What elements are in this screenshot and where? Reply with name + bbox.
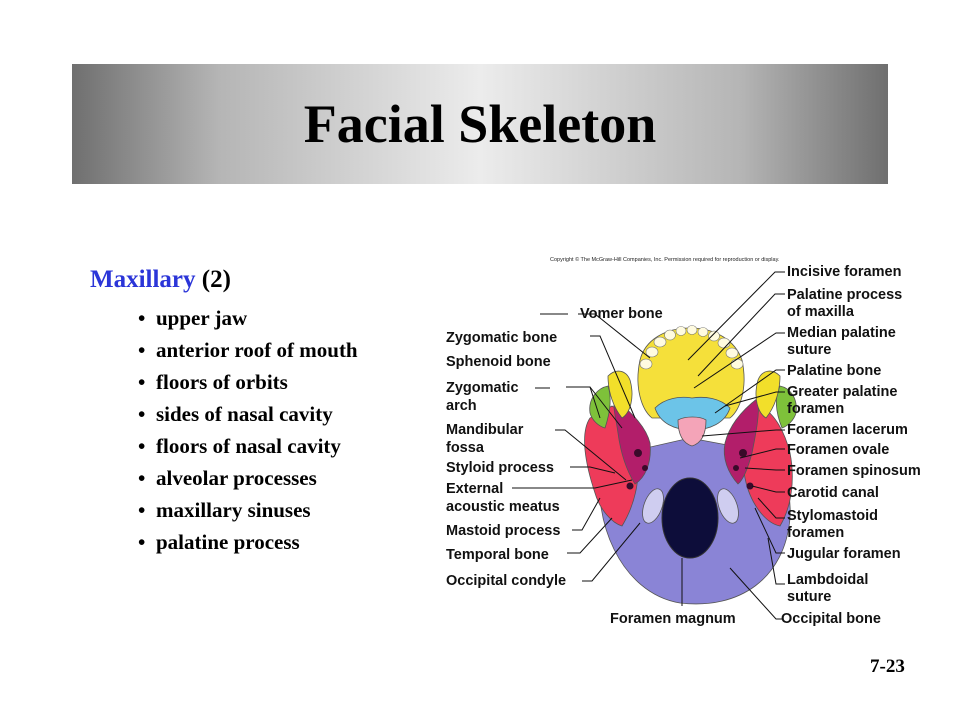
label-foramen-ovale: Foramen ovale (787, 442, 889, 458)
label-temporal-bone: Temporal bone (446, 547, 549, 563)
bullet-item: floors of nasal cavity (138, 430, 358, 462)
skull-illustration (584, 325, 797, 605)
label-median-palatine: Median palatine (787, 325, 896, 341)
label-mandibular-fossa: Mandibular (446, 422, 524, 438)
label-foramen-lacerum: Foramen lacerum (787, 422, 908, 438)
slide-number: 7-23 (870, 656, 905, 677)
title-bar: Facial Skeleton (72, 64, 888, 184)
label-occipital-condyle: Occipital condyle (446, 573, 566, 589)
label-zygomatic-arch: Zygomatic (446, 380, 519, 396)
bullet-item: upper jaw (138, 302, 358, 334)
heading-count: (2) (195, 266, 231, 293)
label-lambdoidal-2: suture (787, 589, 831, 605)
label-stylomastoid-2: foramen (787, 525, 844, 541)
label-zygomatic-arch-2: arch (446, 398, 477, 414)
label-median-palatine-2: suture (787, 342, 831, 358)
label-external-meatus-2: acoustic meatus (446, 499, 560, 515)
label-palatine-bone: Palatine bone (787, 363, 881, 379)
label-palatine-process: Palatine process (787, 287, 902, 303)
skull-figure: Copyright © The McGraw-Hill Companies, I… (440, 248, 950, 638)
skull-diagram: Copyright © The McGraw-Hill Companies, I… (446, 256, 921, 627)
right-labels: Incisive foramen Palatine process of max… (781, 264, 921, 627)
left-labels: Vomer bone Zygomatic bone Sphenoid bone … (446, 306, 663, 589)
heading-bone-name: Maxillary (90, 266, 196, 293)
label-palatine-process-2: of maxilla (787, 304, 855, 320)
label-styloid-process: Styloid process (446, 460, 554, 476)
label-carotid-canal: Carotid canal (787, 485, 879, 501)
label-foramen-magnum: Foramen magnum (610, 611, 736, 627)
label-mastoid-process: Mastoid process (446, 523, 560, 539)
label-external-meatus: External (446, 481, 503, 497)
label-incisive-foramen: Incisive foramen (787, 264, 901, 280)
bullet-item: maxillary sinuses (138, 494, 358, 526)
bullet-item: sides of nasal cavity (138, 398, 358, 430)
bullet-item: palatine process (138, 526, 358, 558)
label-sphenoid-bone: Sphenoid bone (446, 354, 551, 370)
label-mandibular-fossa-2: fossa (446, 440, 485, 456)
label-greater-palatine: Greater palatine (787, 384, 897, 400)
label-foramen-spinosum: Foramen spinosum (787, 463, 921, 479)
bullet-list: upper jaw anterior roof of mouth floors … (138, 302, 358, 558)
label-vomer-bone: Vomer bone (580, 306, 663, 322)
label-greater-palatine-2: foramen (787, 401, 844, 417)
label-stylomastoid: Stylomastoid (787, 508, 878, 524)
slide-title: Facial Skeleton (303, 94, 657, 154)
label-zygomatic-bone: Zygomatic bone (446, 330, 557, 346)
bullet-item: alveolar processes (138, 462, 358, 494)
leader-lines (512, 271, 785, 620)
bullet-item: floors of orbits (138, 366, 358, 398)
bullet-item: anterior roof of mouth (138, 334, 358, 366)
copyright-notice: Copyright © The McGraw-Hill Companies, I… (550, 256, 780, 263)
label-jugular-foramen: Jugular foramen (787, 546, 901, 562)
label-lambdoidal: Lambdoidal (787, 572, 868, 588)
section-heading: Maxillary (2) (90, 266, 231, 294)
label-occipital-bone: Occipital bone (781, 611, 881, 627)
